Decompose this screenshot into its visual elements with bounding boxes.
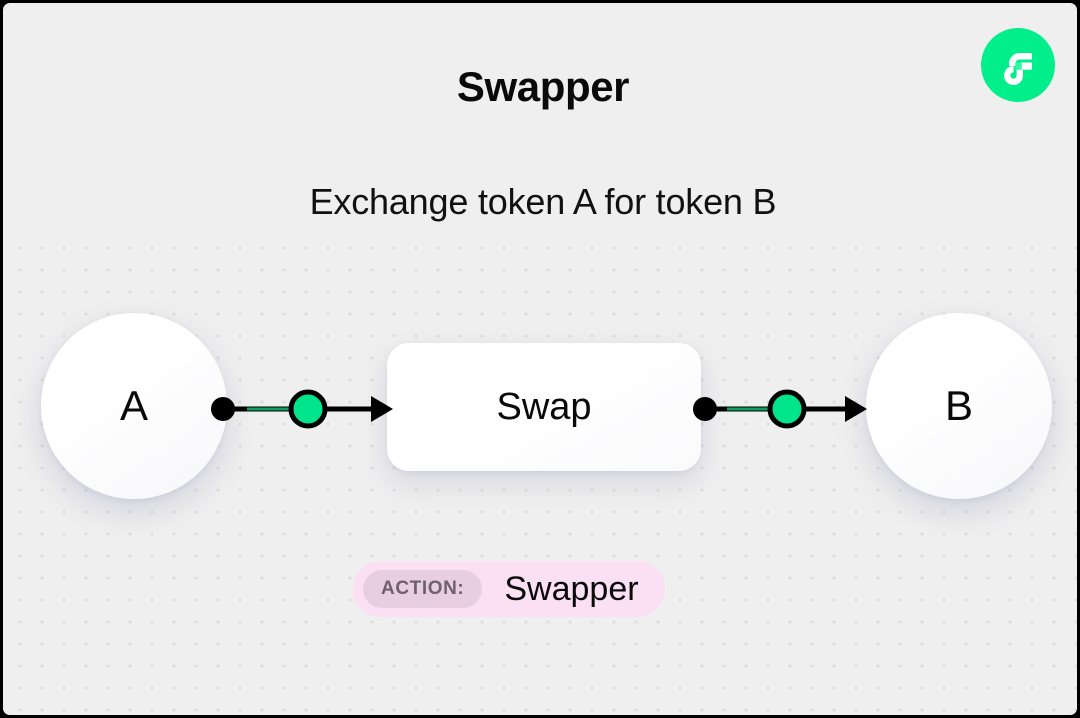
edge-arrowhead: [371, 396, 393, 422]
page-subtitle: Exchange token A for token B: [309, 181, 777, 222]
flow-logo-badge[interactable]: [981, 28, 1055, 102]
action-badge-value: Swapper: [504, 569, 639, 608]
node-token-b-label: B: [944, 382, 973, 429]
edge-flow-marker: [288, 389, 328, 429]
action-badge: ACTION: Swapper: [353, 561, 665, 617]
page-title: Swapper: [456, 63, 630, 110]
node-swap[interactable]: Swap: [387, 343, 701, 471]
node-token-a-label: A: [119, 382, 148, 429]
action-badge-key: ACTION:: [363, 570, 483, 608]
edge-flow-marker: [767, 389, 807, 429]
edge-arrowhead: [845, 396, 867, 422]
edge-swap-to-b[interactable]: [691, 385, 867, 433]
node-token-b[interactable]: B: [866, 313, 1052, 499]
node-swap-label: Swap: [496, 385, 592, 428]
edge-a-to-swap[interactable]: [207, 385, 393, 433]
edge-source-dot: [211, 397, 235, 421]
edge-source-dot: [693, 397, 717, 421]
flow-logo-icon: [996, 43, 1040, 87]
node-token-a[interactable]: A: [41, 313, 227, 499]
